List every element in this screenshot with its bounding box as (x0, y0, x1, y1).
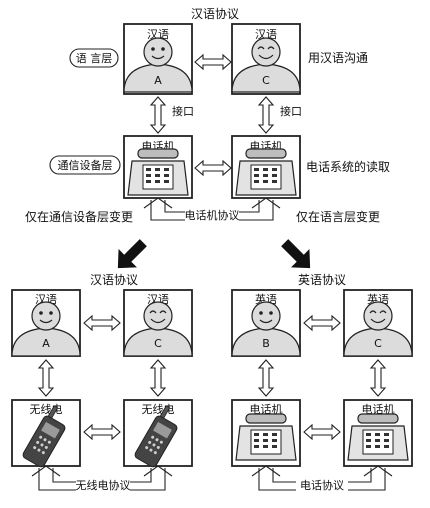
top-person-double-arrow-icon (194, 54, 232, 70)
bottom-right-phone-1-box: 电话机 (231, 399, 301, 467)
svg-text:电话机: 电话机 (362, 402, 395, 416)
bottom-right-person-b-box: 英语 B (231, 289, 301, 357)
top-left-interface-arrow-icon (150, 96, 166, 134)
bottom-left-radio-2-box: 无线电 (123, 399, 193, 469)
bottom-left-device-protocol-label: 无线电协议 (76, 478, 131, 492)
svg-text:C: C (154, 337, 162, 350)
bottom-left-person-c-box: 汉语 C (123, 289, 193, 357)
bottom-right-person-c-box: 英语 C (343, 289, 413, 357)
layer-tag-language-label: 语 言层 (76, 52, 113, 65)
svg-text:C: C (262, 74, 270, 87)
top-right-device-box: 电话机 (231, 135, 301, 199)
bottom-left-person-a-box: 汉语 A (11, 289, 81, 357)
top-left-device-box: 电话机 (123, 135, 193, 199)
bottom-right-interface-arrow-icon (258, 359, 274, 397)
svg-text:B: B (262, 337, 270, 350)
svg-text:无线电: 无线电 (30, 402, 63, 416)
top-device-protocol-label: 电话机协议 (185, 208, 240, 222)
bottom-left-device-arrow-icon (83, 424, 121, 440)
svg-text:A: A (42, 337, 50, 350)
top-protocol-label: 汉语协议 (191, 6, 239, 21)
top-right-note: 用汉语沟通 (308, 51, 368, 65)
svg-text:汉语: 汉语 (255, 28, 277, 41)
bottom-right-person-arrow-icon (303, 315, 341, 331)
svg-text:C: C (374, 337, 382, 350)
bottom-right-device-arrow-icon (303, 424, 341, 440)
top-right-interface-label: 接口 (280, 105, 302, 118)
down-right-arrow-icon (281, 239, 311, 269)
top-right-interface-arrow-icon (258, 96, 274, 134)
bottom-right-phone-2-box: 电话机 (343, 399, 413, 467)
bottom-right-interface-arrow-icon (370, 359, 386, 397)
svg-text:A: A (154, 74, 162, 87)
change-left-label: 仅在通信设备层变更 (25, 209, 133, 224)
bottom-left-radio-1-box: 无线电 (11, 399, 81, 469)
down-left-arrow-icon (117, 239, 147, 269)
bottom-left-person-arrow-icon (83, 315, 121, 331)
bottom-left-interface-arrow-icon (150, 359, 166, 397)
bottom-left-protocol-label: 汉语协议 (90, 272, 138, 287)
top-device-note: 电话系统的读取 (306, 159, 390, 174)
top-device-double-arrow-icon (194, 160, 232, 176)
bottom-left-interface-arrow-icon (38, 359, 54, 397)
layer-tag-comm-label: 通信设备层 (58, 158, 113, 172)
bottom-right-device-protocol-label: 电话协议 (300, 478, 344, 492)
top-right-person-box: 汉语 C (231, 23, 301, 95)
svg-text:汉语: 汉语 (147, 28, 169, 41)
bottom-right-protocol-label: 英语协议 (298, 272, 346, 287)
change-right-label: 仅在语言层变更 (296, 209, 380, 224)
top-left-person-box: 汉语 A (123, 23, 193, 95)
svg-text:电话机: 电话机 (250, 402, 283, 416)
layer-tag-language (69, 48, 119, 68)
svg-text:无线电: 无线电 (142, 402, 175, 416)
top-left-interface-label: 接口 (172, 105, 194, 118)
layer-tag-comm (49, 155, 121, 175)
